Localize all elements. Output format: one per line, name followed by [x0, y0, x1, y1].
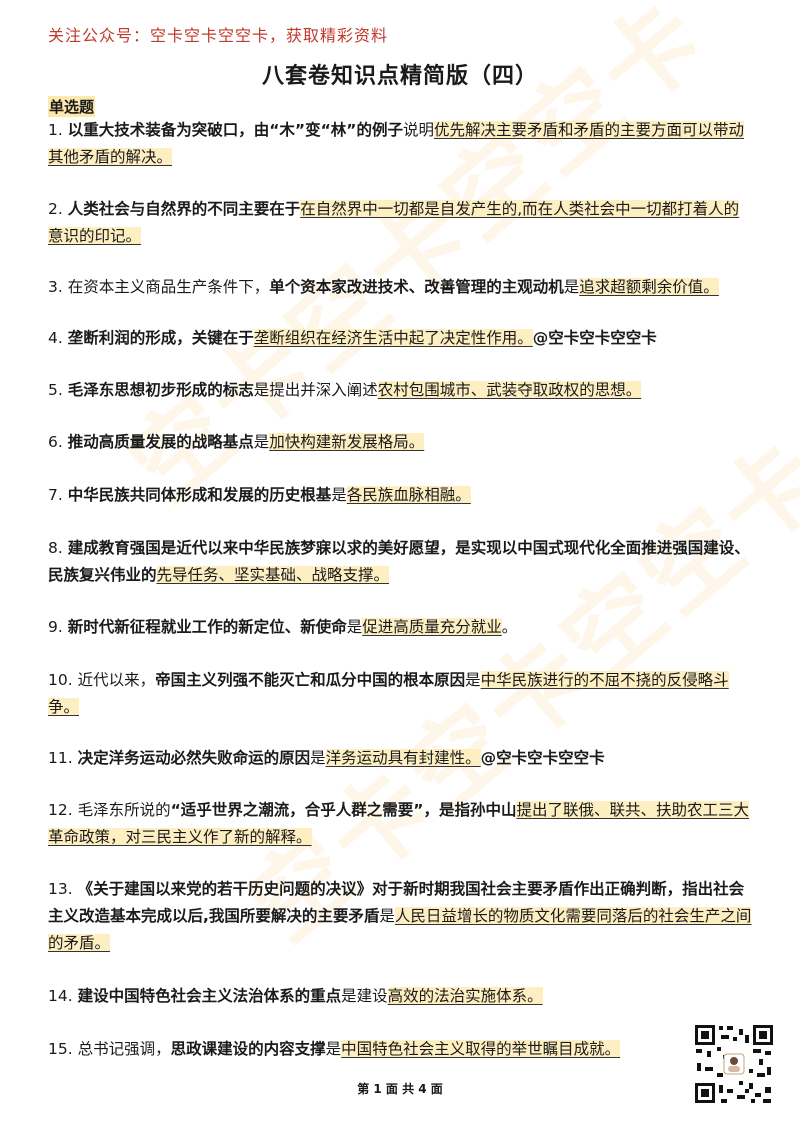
key-phrase: @空卡空卡空空卡 — [480, 749, 605, 767]
plain-text: 是 — [346, 618, 363, 636]
plain-text: 是 — [310, 749, 326, 767]
key-phrase: 思政课建设的内容支撑 — [170, 1040, 326, 1058]
key-phrase: 中华民族共同体形成和发展的历史根基 — [67, 486, 332, 504]
plain-text: 是 — [253, 433, 270, 451]
page-title: 八套卷知识点精简版（四） — [261, 64, 538, 89]
question-number: 1. — [48, 121, 68, 139]
question-item: 10. 近代以来，帝国主义列强不能灭亡和瓜分中国的根本原因是中华民族进行的不屈不… — [48, 667, 754, 721]
question-number: 3. — [48, 278, 68, 296]
plain-text: 是 — [379, 907, 395, 925]
question-number: 13. — [48, 880, 78, 898]
section-heading: 单选题 — [48, 96, 96, 117]
plain-text: 。 — [501, 618, 518, 636]
answer-highlight: 洋务运动具有封建性。 — [325, 749, 481, 767]
question-number: 2. — [48, 200, 68, 218]
key-phrase: 毛泽东思想初步形成的标志 — [67, 381, 254, 399]
plain-text: 是 — [331, 486, 347, 504]
plain-text: 是提出并深入阐述 — [253, 381, 378, 399]
key-phrase: 帝国主义列强不能灭亡和瓜分中国的根本原因 — [155, 671, 466, 689]
answer-highlight: 高效的法治实施体系。 — [387, 987, 543, 1005]
key-phrase: 新时代新征程就业工作的新定位、新使命 — [67, 618, 347, 636]
question-item: 11. 决定洋务运动必然失败命运的原因是洋务运动具有封建性。@空卡空卡空空卡 — [48, 745, 754, 772]
answer-highlight: 垄断组织在经济生活中起了决定性作用。 — [253, 329, 533, 347]
key-phrase: 以重大技术装备为突破口，由“木”变“林”的例子 — [67, 121, 403, 139]
answer-highlight: 农村包围城市、武装夺取政权的思想。 — [377, 381, 642, 399]
key-phrase: 《关于建国以来党的若干历史问题的决议》对于新时期我国社会主要矛盾作出正确判断，指… — [48, 880, 745, 925]
plain-text: 毛泽东所说的 — [77, 801, 171, 819]
question-number: 4. — [48, 329, 68, 347]
question-item: 9. 新时代新征程就业工作的新定位、新使命是促进高质量充分就业。 — [48, 614, 754, 641]
plain-text: 是 — [325, 1040, 342, 1058]
question-number: 11. — [48, 749, 78, 767]
page-footer: 第 1 面 共 4 面 — [357, 1082, 443, 1096]
question-item: 12. 毛泽东所说的“适乎世界之潮流，合乎人群之需要”，是指孙中山提出了联俄、联… — [48, 797, 754, 851]
question-item: 13. 《关于建国以来党的若干历史问题的决议》对于新时期我国社会主要矛盾作出正确… — [48, 876, 754, 957]
key-phrase: @空卡空卡空空卡 — [532, 329, 657, 347]
question-item: 6. 推动高质量发展的战略基点是加快构建新发展格局。 — [48, 429, 754, 456]
question-item: 4. 垄断利润的形成，关键在于垄断组织在经济生活中起了决定性作用。@空卡空卡空空… — [48, 325, 754, 352]
question-item: 15. 总书记强调，思政课建设的内容支撑是中国特色社会主义取得的举世瞩目成就。 — [48, 1036, 678, 1063]
plain-text: 说明 — [402, 121, 434, 139]
answer-highlight: 各民族血脉相融。 — [346, 486, 471, 504]
plain-text: 是建设 — [341, 987, 388, 1005]
question-item: 7. 中华民族共同体形成和发展的历史根基是各民族血脉相融。 — [48, 482, 754, 509]
question-number: 5. — [48, 381, 68, 399]
key-phrase: 人类社会与自然界的不同主要在于 — [67, 200, 301, 218]
answer-highlight: 追求超额剩余价值。 — [579, 278, 719, 296]
plain-text: 总书记强调， — [77, 1040, 171, 1058]
plain-text: 是 — [563, 278, 580, 296]
key-phrase: 建设中国特色社会主义法治体系的重点 — [77, 987, 342, 1005]
question-item: 14. 建设中国特色社会主义法治体系的重点是建设高效的法治实施体系。 — [48, 983, 754, 1010]
question-number: 15. — [48, 1040, 78, 1058]
key-phrase: 建成教育强国是近代以来中华民族梦寐以求的美好愿望，是实现以中国式现代化全面推进强… — [48, 539, 750, 584]
question-item: 3. 在资本主义商品生产条件下，单个资本家改进技术、改善管理的主观动机是追求超额… — [48, 274, 754, 301]
plain-text: 是 — [465, 671, 481, 689]
qr-code-icon — [693, 1023, 775, 1105]
key-phrase: 单个资本家改进技术、改善管理的主观动机 — [269, 278, 564, 296]
plain-text: 在资本主义商品生产条件下， — [67, 278, 270, 296]
key-phrase: 垄断利润的形成，关键在于 — [67, 329, 254, 347]
question-item: 5. 毛泽东思想初步形成的标志是提出并深入阐述农村包围城市、武装夺取政权的思想。 — [48, 377, 754, 404]
question-item: 8. 建成教育强国是近代以来中华民族梦寐以求的美好愿望，是实现以中国式现代化全面… — [48, 535, 754, 589]
key-phrase: “适乎世界之潮流，合乎人群之需要”，是指孙中山 — [170, 801, 517, 819]
key-phrase: 决定洋务运动必然失败命运的原因 — [77, 749, 311, 767]
answer-highlight: 先导任务、坚实基础、战略支撑。 — [156, 566, 390, 584]
question-number: 12. — [48, 801, 78, 819]
question-item: 1. 以重大技术装备为突破口，由“木”变“林”的例子说明优先解决主要矛盾和矛盾的… — [48, 117, 754, 171]
answer-highlight: 中国特色社会主义取得的举世瞩目成就。 — [341, 1040, 621, 1058]
question-number: 9. — [48, 618, 68, 636]
question-number: 8. — [48, 539, 68, 557]
plain-text: 近代以来， — [77, 671, 156, 689]
question-item: 2. 人类社会与自然界的不同主要在于在自然界中一切都是自发产生的,而在人类社会中… — [48, 196, 754, 250]
question-number: 10. — [48, 671, 78, 689]
question-number: 6. — [48, 433, 68, 451]
question-number: 7. — [48, 486, 68, 504]
question-number: 14. — [48, 987, 78, 1005]
key-phrase: 推动高质量发展的战略基点 — [67, 433, 254, 451]
promo-header: 关注公众号：空卡空卡空空卡，获取精彩资料 — [48, 26, 389, 45]
answer-highlight: 加快构建新发展格局。 — [269, 433, 425, 451]
answer-highlight: 促进高质量充分就业 — [362, 618, 502, 636]
